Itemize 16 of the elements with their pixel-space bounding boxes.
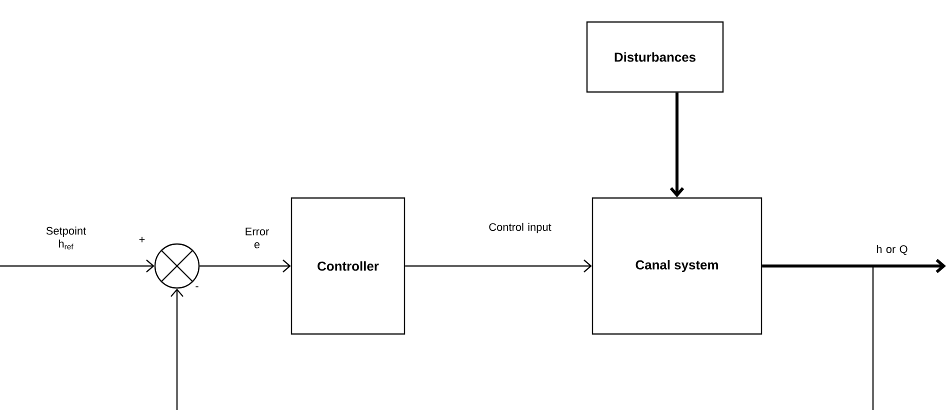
arrow <box>170 265 874 410</box>
arrow <box>200 260 291 272</box>
edge-label: Setpoint h$_{ref}$ <box>46 226 86 250</box>
sign-label: + <box>139 236 145 242</box>
block-box: Canal system <box>592 197 762 335</box>
edge-label: h or Q <box>876 245 908 255</box>
block-box: Controller <box>290 197 406 335</box>
arrow <box>762 258 946 274</box>
arrow <box>670 92 684 198</box>
summing-junction <box>154 243 200 289</box>
edge-label: Control input <box>489 222 552 234</box>
arrow <box>405 260 592 272</box>
sign-label: - <box>196 286 198 288</box>
edge-label: Error e <box>246 228 269 248</box>
arrow <box>0 260 154 272</box>
block-box: Disturbances <box>586 21 724 93</box>
